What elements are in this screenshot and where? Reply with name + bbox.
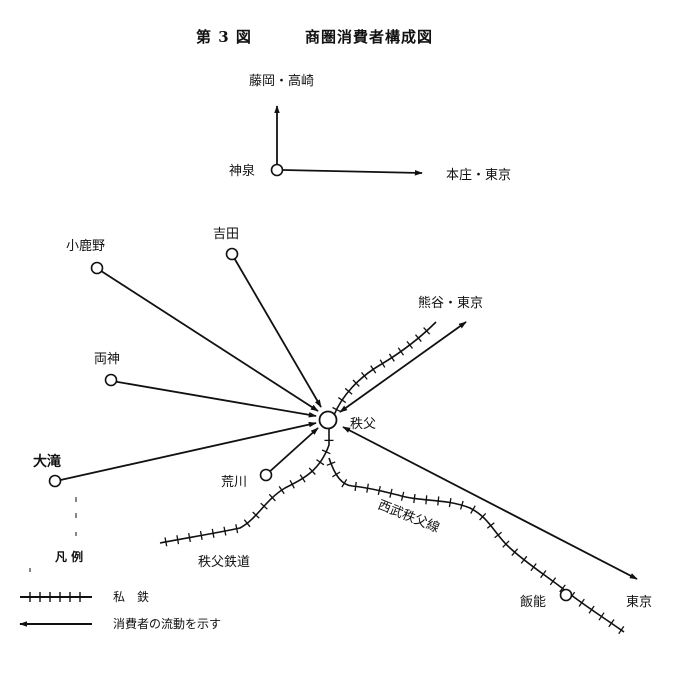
figure-number: 第 3 図 — [196, 28, 252, 46]
arrow-jinsen-east — [282, 169, 423, 176]
railway-tick — [337, 397, 347, 404]
legend-flow-label: 消費者の流動を示す — [113, 616, 221, 631]
label-fujioka-takasaki: 藤岡・高崎 — [249, 73, 314, 89]
node-otaki — [48, 474, 62, 488]
label-chichibu-railway: 秩父鉄道 — [198, 555, 250, 570]
railway-tick — [278, 486, 285, 495]
label-kumagaya-tokyo: 熊谷・東京 — [418, 295, 483, 311]
label-seibu-chichibu-line: 西武秩父線 — [376, 497, 442, 536]
railway-tick — [448, 497, 452, 508]
legend-railway-ticks — [29, 592, 81, 602]
railway-tick — [211, 528, 215, 538]
flow-ryokami — [111, 380, 317, 418]
flow-yoshida — [232, 255, 322, 408]
railway-tick — [252, 511, 260, 519]
flow-otaki — [55, 421, 317, 482]
label-yoshida: 吉田 — [213, 227, 239, 242]
railway-tick — [588, 605, 595, 614]
railway-tick — [618, 626, 625, 635]
railway-tick — [578, 598, 585, 607]
railway-tick — [540, 570, 547, 579]
railway-tick — [437, 496, 440, 506]
label-chichibu: 秩父 — [350, 417, 376, 432]
railway-tick — [188, 532, 191, 543]
railway-tick — [268, 493, 276, 502]
railway-tick — [243, 519, 251, 528]
label-jinsen: 神泉 — [229, 163, 255, 179]
railway-tick — [370, 365, 377, 374]
railway-tick — [223, 526, 227, 536]
railway-tick — [289, 479, 295, 489]
flows-group — [55, 255, 638, 580]
label-konoshi: 小鹿野 — [66, 238, 105, 254]
legend-title: 凡 例 — [55, 549, 83, 564]
railway-chichibu-line — [159, 428, 330, 544]
railway-tick — [413, 493, 416, 504]
node-yoshida — [225, 247, 239, 261]
figure-title: 商圏消費者構成図 — [305, 28, 433, 46]
railway-tick — [598, 612, 605, 621]
label-arakawa: 荒川 — [221, 475, 247, 490]
label-hanno: 飯能 — [520, 595, 546, 610]
railway-tick — [559, 584, 566, 593]
railway-tick — [354, 481, 357, 491]
label-tokyo: 東京 — [626, 594, 652, 610]
railway-tick — [321, 449, 331, 455]
railway-tick — [388, 353, 395, 362]
railway-tick — [199, 530, 203, 541]
railway-tick — [326, 461, 336, 466]
node-konoshi — [90, 261, 104, 275]
railway-tick — [308, 467, 316, 475]
node-arakawa — [259, 468, 273, 482]
node-chichibu-center — [318, 410, 338, 430]
railway-tick — [176, 535, 180, 545]
railway-north-line — [333, 321, 437, 416]
railway-tick — [366, 483, 369, 493]
legend-railway-label: 私 鉄 — [113, 589, 149, 604]
legend-group: 凡 例 私 鉄 消費者の流動を示す — [19, 549, 221, 631]
railway-tick — [332, 406, 341, 413]
label-otaki: 大滝 — [33, 453, 61, 470]
flow-tokyo — [342, 426, 638, 580]
flow-kumagaya-tokyo — [339, 321, 467, 413]
flow-arakawa — [266, 427, 319, 475]
inset-group: 神泉 藤岡・高崎 本庄・東京 — [229, 73, 511, 183]
jinsen-node — [270, 163, 284, 177]
label-ryokami: 両神 — [94, 352, 120, 367]
railway-tick — [530, 563, 537, 572]
railway-tick — [397, 347, 405, 356]
railway-tick — [608, 619, 615, 628]
railway-tick — [299, 474, 306, 483]
railway-tick — [164, 537, 168, 547]
node-hanno — [559, 588, 573, 602]
railway-tick — [235, 524, 239, 534]
railway-tick — [316, 459, 325, 466]
railway-tick — [332, 471, 341, 478]
node-ryokami — [104, 373, 118, 387]
flow-konoshi — [97, 268, 319, 412]
railway-tick — [260, 502, 268, 510]
label-honjo-tokyo: 本庄・東京 — [446, 167, 511, 183]
railway-tick — [549, 577, 557, 586]
railway-tick — [425, 495, 428, 505]
